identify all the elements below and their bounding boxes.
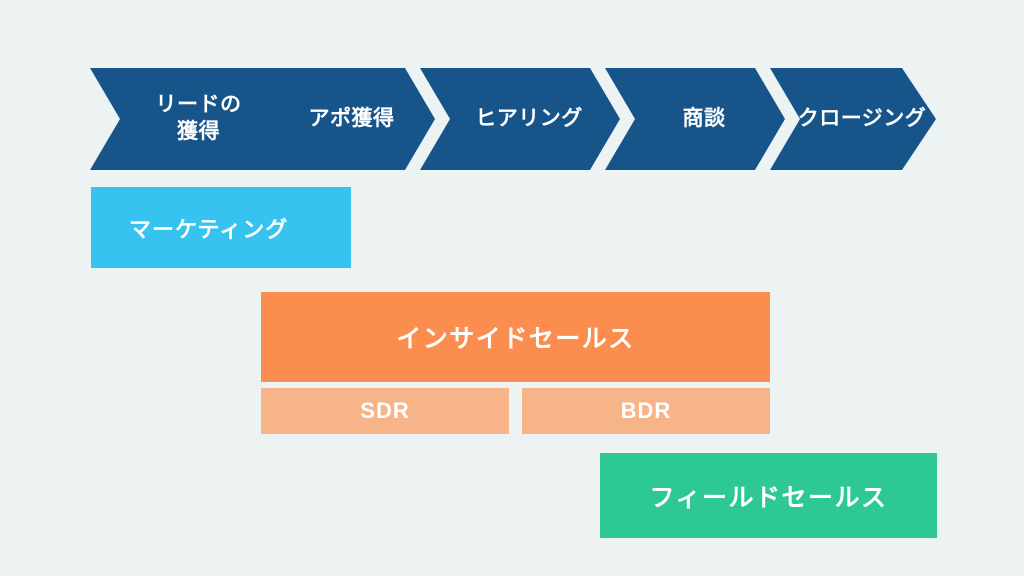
stage-closing-label: クロージング — [797, 106, 927, 130]
stage-appointment[interactable]: アポ獲得 — [250, 68, 435, 170]
stage-closing[interactable]: クロージング — [770, 68, 936, 170]
team-field-sales[interactable]: フィールドセールス — [600, 453, 937, 538]
subteam-sdr-label: SDR — [360, 398, 410, 423]
subteam-sdr[interactable]: SDR — [261, 388, 509, 434]
team-inside-sales-label: インサイドセールス — [396, 325, 635, 353]
team-marketing-label: マーケティング — [129, 216, 289, 242]
team-marketing[interactable]: マーケティング — [91, 187, 351, 268]
team-field-sales-label: フィールドセールス — [649, 483, 888, 512]
subteam-bdr[interactable]: BDR — [522, 388, 770, 434]
stage-hearing-label: ヒアリング — [475, 106, 583, 130]
process-stage-row: リードの 獲得 アポ獲得 ヒアリング 商談 クロージング — [90, 68, 936, 170]
stage-lead-acquisition[interactable]: リードの 獲得 — [90, 68, 285, 170]
stage-hearing[interactable]: ヒアリング — [420, 68, 620, 170]
stage-negotiation-label: 商談 — [682, 106, 726, 130]
stage-lead-acquisition-label: リードの 獲得 — [155, 93, 242, 143]
subteam-bdr-label: BDR — [620, 398, 672, 423]
inside-sales-subteam-row: SDR BDR — [261, 388, 770, 434]
stage-negotiation[interactable]: 商談 — [605, 68, 785, 170]
team-inside-sales[interactable]: インサイドセールス — [261, 292, 770, 382]
stage-appointment-label: アポ獲得 — [308, 106, 395, 130]
